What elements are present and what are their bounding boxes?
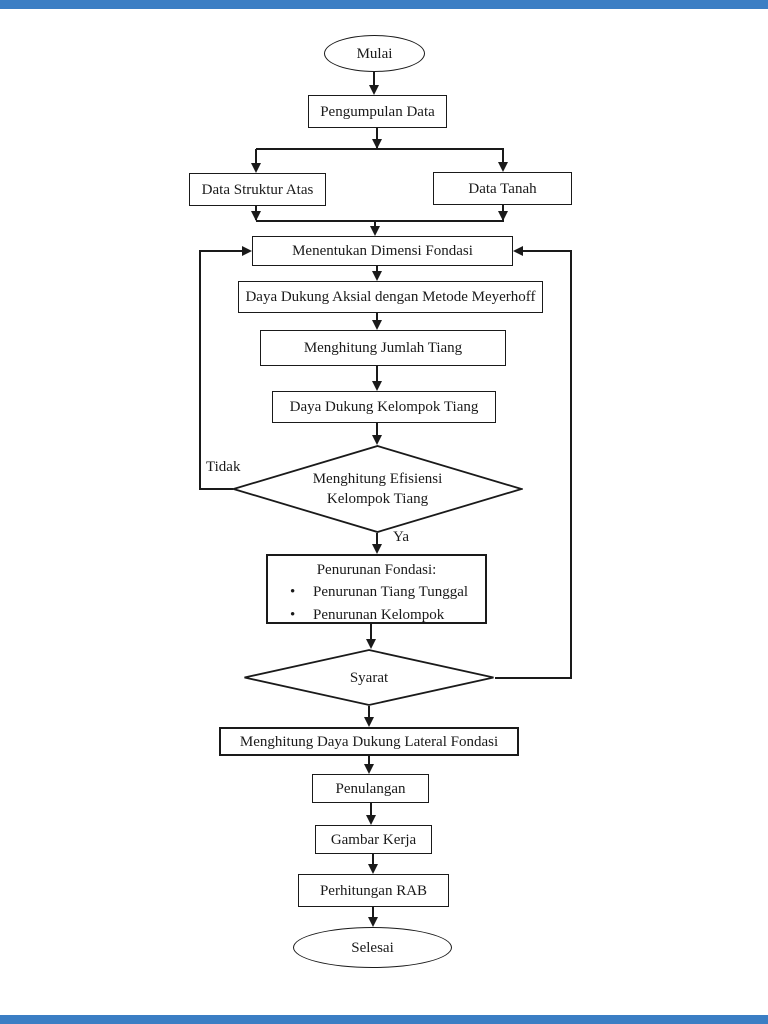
flowchart-process-daya-dukung-aksial: Daya Dukung Aksial dengan Metode Meyerho… [238, 281, 543, 313]
penurunan-item-1-label: Penurunan Tiang Tunggal [313, 584, 469, 600]
edge-merge-horizontal-line [256, 220, 504, 222]
page-divider-bottom [0, 1015, 768, 1024]
penulangan-label: Penulangan [335, 780, 406, 797]
flowchart-end-terminator: Selesai [293, 927, 452, 968]
edge-start-collect-line [373, 72, 375, 91]
edge-penurunan-syarat-arrowhead [366, 639, 376, 649]
edge-tidak-into-dimension-arrowhead [242, 246, 252, 256]
flowchart-process-menentukan-dimensi-fondasi: Menentukan Dimensi Fondasi [252, 236, 513, 266]
edge-tidak-left-rail-line [199, 250, 201, 490]
edge-tidak-horizontal-line [200, 488, 233, 490]
edge-efisiensi-penurunan-arrowhead [372, 544, 382, 554]
edge-split-horizontal-line [256, 148, 504, 150]
edge-axial-jumlah-line [376, 313, 378, 325]
penurunan-item-kelompok: Penurunan Kelompok [268, 604, 485, 627]
menentukan-dimensi-label: Menentukan Dimensi Fondasi [292, 243, 473, 259]
edge-split-struktur-line [255, 149, 257, 165]
pengumpulan-data-label: Pengumpulan Data [320, 103, 435, 120]
edge-label-ya: Ya [393, 529, 409, 545]
efisiensi-label: Menghitung Efisiensi Kelompok Tiang [232, 445, 523, 533]
edge-tanah-merge-arrowhead [498, 211, 508, 221]
efisiensi-label-line1: Menghitung Efisiensi [312, 471, 443, 487]
edge-efisiensi-penurunan-line [376, 533, 378, 547]
daya-dukung-aksial-label: Daya Dukung Aksial dengan Metode Meyerho… [245, 289, 536, 305]
flowchart-process-penurunan-fondasi: Penurunan Fondasi: Penurunan Tiang Tungg… [266, 554, 487, 624]
edge-merge-dimension-arrowhead [370, 226, 380, 236]
flowchart-process-perhitungan-rab: Perhitungan RAB [298, 874, 449, 907]
flowchart-process-menghitung-jumlah-tiang: Menghitung Jumlah Tiang [260, 330, 506, 366]
flowchart-process-gambar-kerja: Gambar Kerja [315, 825, 432, 854]
page-divider-top [0, 0, 768, 9]
perhitungan-rab-label: Perhitungan RAB [319, 882, 428, 899]
edge-struktur-merge-arrowhead [251, 211, 261, 221]
edge-jumlah-kelompok-arrowhead [372, 381, 382, 391]
edge-syarat-horizontal-line [495, 677, 572, 679]
edge-kelompok-efisiensi-line [376, 423, 378, 440]
flowchart-process-data-struktur-atas: Data Struktur Atas [189, 173, 326, 206]
edge-syarat-into-dimension-arrowhead [513, 246, 523, 256]
daya-dukung-lateral-label: Menghitung Daya Dukung Lateral Fondasi [239, 733, 499, 750]
edge-axial-jumlah-arrowhead [372, 320, 382, 330]
data-tanah-label: Data Tanah [468, 180, 537, 197]
syarat-diamond-shape [244, 649, 494, 706]
edge-split-tanah-line [502, 149, 504, 164]
penurunan-item-2-label: Penurunan Kelompok [313, 607, 445, 623]
edge-start-collect-arrowhead [369, 85, 379, 95]
edge-jumlah-kelompok-line [376, 366, 378, 386]
end-label: Selesai [351, 939, 394, 956]
penurunan-item-tiang-tunggal: Penurunan Tiang Tunggal [268, 581, 485, 604]
syarat-label-wrap: Syarat [243, 649, 495, 706]
edge-syarat-lateral-arrowhead [364, 717, 374, 727]
edge-penulangan-gambar-line [370, 803, 372, 820]
kelompok-tiang-label: Daya Dukung Kelompok Tiang [289, 399, 479, 415]
edge-gambar-rab-arrowhead [368, 864, 378, 874]
data-struktur-atas-label: Data Struktur Atas [201, 181, 314, 198]
edge-syarat-lateral-line [368, 706, 370, 722]
edge-syarat-into-dimension-line [521, 250, 571, 252]
edge-collect-split-arrowhead [372, 139, 382, 149]
edge-split-struktur-arrowhead [251, 163, 261, 173]
edge-tidak-into-dimension-line [200, 250, 244, 252]
start-label: Mulai [356, 45, 393, 62]
flowchart-process-daya-dukung-kelompok: Daya Dukung Kelompok Tiang [272, 391, 496, 423]
efisiensi-diamond-shape [232, 445, 523, 533]
edge-penurunan-syarat-line [370, 624, 372, 644]
flowchart-process-data-tanah: Data Tanah [433, 172, 572, 205]
jumlah-tiang-label: Menghitung Jumlah Tiang [303, 340, 463, 356]
edge-label-tidak: Tidak [206, 459, 241, 475]
edge-dimension-axial-arrowhead [372, 271, 382, 281]
flowchart-decision-syarat: Syarat [243, 649, 495, 706]
efisiensi-label-line2: Kelompok Tiang [326, 491, 429, 507]
flowchart-start-terminator: Mulai [324, 35, 425, 72]
syarat-label: Syarat [349, 669, 389, 686]
edge-syarat-right-rail-line [570, 250, 572, 679]
edge-lateral-penulangan-arrowhead [364, 764, 374, 774]
edge-lateral-penulangan-line [368, 756, 370, 770]
edge-split-tanah-arrowhead [498, 162, 508, 172]
edge-kelompok-efisiensi-arrowhead [372, 435, 382, 445]
penurunan-title: Penurunan Fondasi: [316, 562, 437, 578]
edge-rab-end-arrowhead [368, 917, 378, 927]
edge-gambar-rab-line [372, 854, 374, 869]
edge-collect-split-line [376, 128, 378, 149]
gambar-kerja-label: Gambar Kerja [330, 831, 417, 848]
flowchart-process-daya-dukung-lateral: Menghitung Daya Dukung Lateral Fondasi [219, 727, 519, 756]
edge-rab-end-line [372, 907, 374, 922]
edge-penulangan-gambar-arrowhead [366, 815, 376, 825]
flowchart-decision-efisiensi: Menghitung Efisiensi Kelompok Tiang [232, 445, 523, 533]
flowchart-process-penulangan: Penulangan [312, 774, 429, 803]
flowchart-process-pengumpulan-data: Pengumpulan Data [308, 95, 447, 128]
